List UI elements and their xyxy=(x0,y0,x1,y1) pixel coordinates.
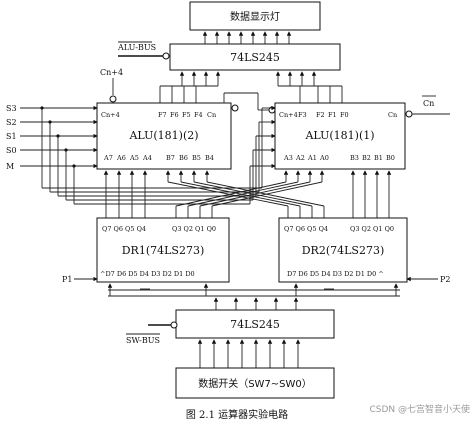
cross-wire xyxy=(206,181,325,207)
register-to-alu-wires xyxy=(103,170,392,218)
alu1-pin-f2: F2 xyxy=(316,111,325,119)
p2-label: P2 xyxy=(440,275,450,284)
dr2-label: DR2(74LS273) xyxy=(302,244,385,257)
alu1-pin-b3: B3 xyxy=(350,154,359,162)
alu2-pin-a4: A4 xyxy=(142,154,152,162)
alu1-pin-b2: B2 xyxy=(362,154,371,162)
internal-data-bus xyxy=(107,283,400,310)
data-switches-block: 数据开关（SW7~SW0） xyxy=(175,367,335,399)
dr1-label: DR1(74LS273) xyxy=(122,244,205,257)
switch-arrows xyxy=(197,339,301,368)
input-s1-label: S1 xyxy=(6,132,17,141)
alu2-pin-a6: A6 xyxy=(116,154,126,162)
alu1-pin-a1: A1 xyxy=(307,154,317,162)
select-inputs: S3 S2 S1 S0 M xyxy=(6,104,276,205)
dr1-q-high-pins: Q7 Q6 Q5 Q4 xyxy=(102,225,146,233)
alu1-label: ALU(181)(1) xyxy=(304,129,374,142)
alu-181-1-block: Cn+4 F3 F2 F1 F0 Cn ALU(181)(1) A3 A2 A1… xyxy=(274,102,406,170)
alu2-pin-f6: F6 xyxy=(170,111,179,119)
alu2-pin-cn: Cn xyxy=(207,111,216,119)
data-switches-label: 数据开关（SW7~SW0） xyxy=(198,377,312,390)
alu1-pin-f0: F0 xyxy=(340,111,349,119)
cross-wire xyxy=(193,181,313,207)
alu2-pin-cn4: Cn+4 xyxy=(101,111,120,119)
alu2-pin-b4: B4 xyxy=(205,154,214,162)
carry-in-label: Cn+4 xyxy=(100,68,123,77)
dr2-q-low-pins: Q3 Q2 Q1 Q0 xyxy=(350,225,394,233)
carry-chain xyxy=(223,92,276,114)
bottom-74ls245-block: 74LS245 xyxy=(175,309,335,339)
p1-signal: P1 xyxy=(62,275,98,284)
alu2-pin-f5: F5 xyxy=(182,111,191,119)
p2-signal: P2 xyxy=(406,275,450,284)
p1-label: P1 xyxy=(62,275,72,284)
input-m-label: M xyxy=(6,162,14,171)
dr1-register-block: Q7 Q6 Q5 Q4 Q3 Q2 Q1 Q0 DR1(74LS273) ^D7… xyxy=(96,217,230,283)
alu-bus-signal: ALU-BUS xyxy=(117,41,170,60)
alu2-pin-b5: B5 xyxy=(192,154,201,162)
alu1-pin-cn4: Cn+4 xyxy=(279,111,298,119)
cross-wire xyxy=(187,181,299,207)
alu1-pin-a0: A0 xyxy=(319,154,329,162)
cross-wire xyxy=(167,181,289,207)
alu2-pin-b6: B6 xyxy=(179,154,188,162)
alu-181-2-block: Cn+4 F7 F6 F5 F4 Cn ALU(181)(2) A7 A6 A5… xyxy=(96,102,232,170)
dr2-register-block: Q7 Q6 Q5 Q4 Q3 Q2 Q1 Q0 DR2(74LS273) D7 … xyxy=(278,217,408,283)
watermark: CSDN @七宫智音小天使 xyxy=(369,403,470,415)
alu-bus-label: ALU-BUS xyxy=(117,43,156,52)
figure-caption: 图 2.1 运算器实验电路 xyxy=(186,408,288,421)
top-74ls245-block: 74LS245 xyxy=(169,43,341,71)
sw-bus-signal: SW-BUS xyxy=(126,321,178,345)
top-74ls245-label: 74LS245 xyxy=(230,51,280,64)
cross-wire xyxy=(175,181,287,207)
alu1-pin-cn: Cn xyxy=(388,111,397,119)
sw-bus-label: SW-BUS xyxy=(126,336,160,345)
carry-out-signal: Cn xyxy=(405,95,450,118)
alu1-pin-b1: B1 xyxy=(374,154,383,162)
display-lamps-label: 数据显示灯 xyxy=(230,10,280,23)
dr2-d-pins: D7 D6 D5 D4 D3 D2 D1 D0 ^ xyxy=(287,270,384,278)
dr2-q-high-pins: Q7 Q6 Q5 Q4 xyxy=(284,225,328,233)
alu1-pin-a3: A3 xyxy=(283,154,293,162)
alu1-pin-f1: F1 xyxy=(328,111,337,119)
alu2-pin-f4: F4 xyxy=(194,111,203,119)
alu2-pin-f7: F7 xyxy=(158,111,167,119)
carry-in-signal: Cn+4 xyxy=(100,68,123,103)
alu1-pin-f3: F3 xyxy=(298,111,307,119)
display-arrows xyxy=(202,31,292,44)
alu2-pin-b7: B7 xyxy=(166,154,175,162)
input-s0-label: S0 xyxy=(6,146,17,155)
cross-wire xyxy=(180,181,301,207)
input-s3-label: S3 xyxy=(6,104,17,113)
f-output-wires xyxy=(159,71,343,103)
bottom-74ls245-label: 74LS245 xyxy=(230,318,280,331)
alu2-pin-a5: A5 xyxy=(129,154,139,162)
carry-out-label: Cn xyxy=(423,99,434,108)
input-s2-label: S2 xyxy=(6,118,17,127)
alu2-pin-a7: A7 xyxy=(103,154,113,162)
alu1-pin-a2: A2 xyxy=(295,154,305,162)
dr1-d-pins: ^D7 D6 D5 D4 D3 D2 D1 D0 xyxy=(100,270,195,278)
display-lamps-block: 数据显示灯 xyxy=(189,1,321,31)
alu1-pin-b0: B0 xyxy=(386,154,395,162)
dr1-q-low-pins: Q3 Q2 Q1 Q0 xyxy=(172,225,216,233)
alu2-label: ALU(181)(2) xyxy=(128,129,198,142)
